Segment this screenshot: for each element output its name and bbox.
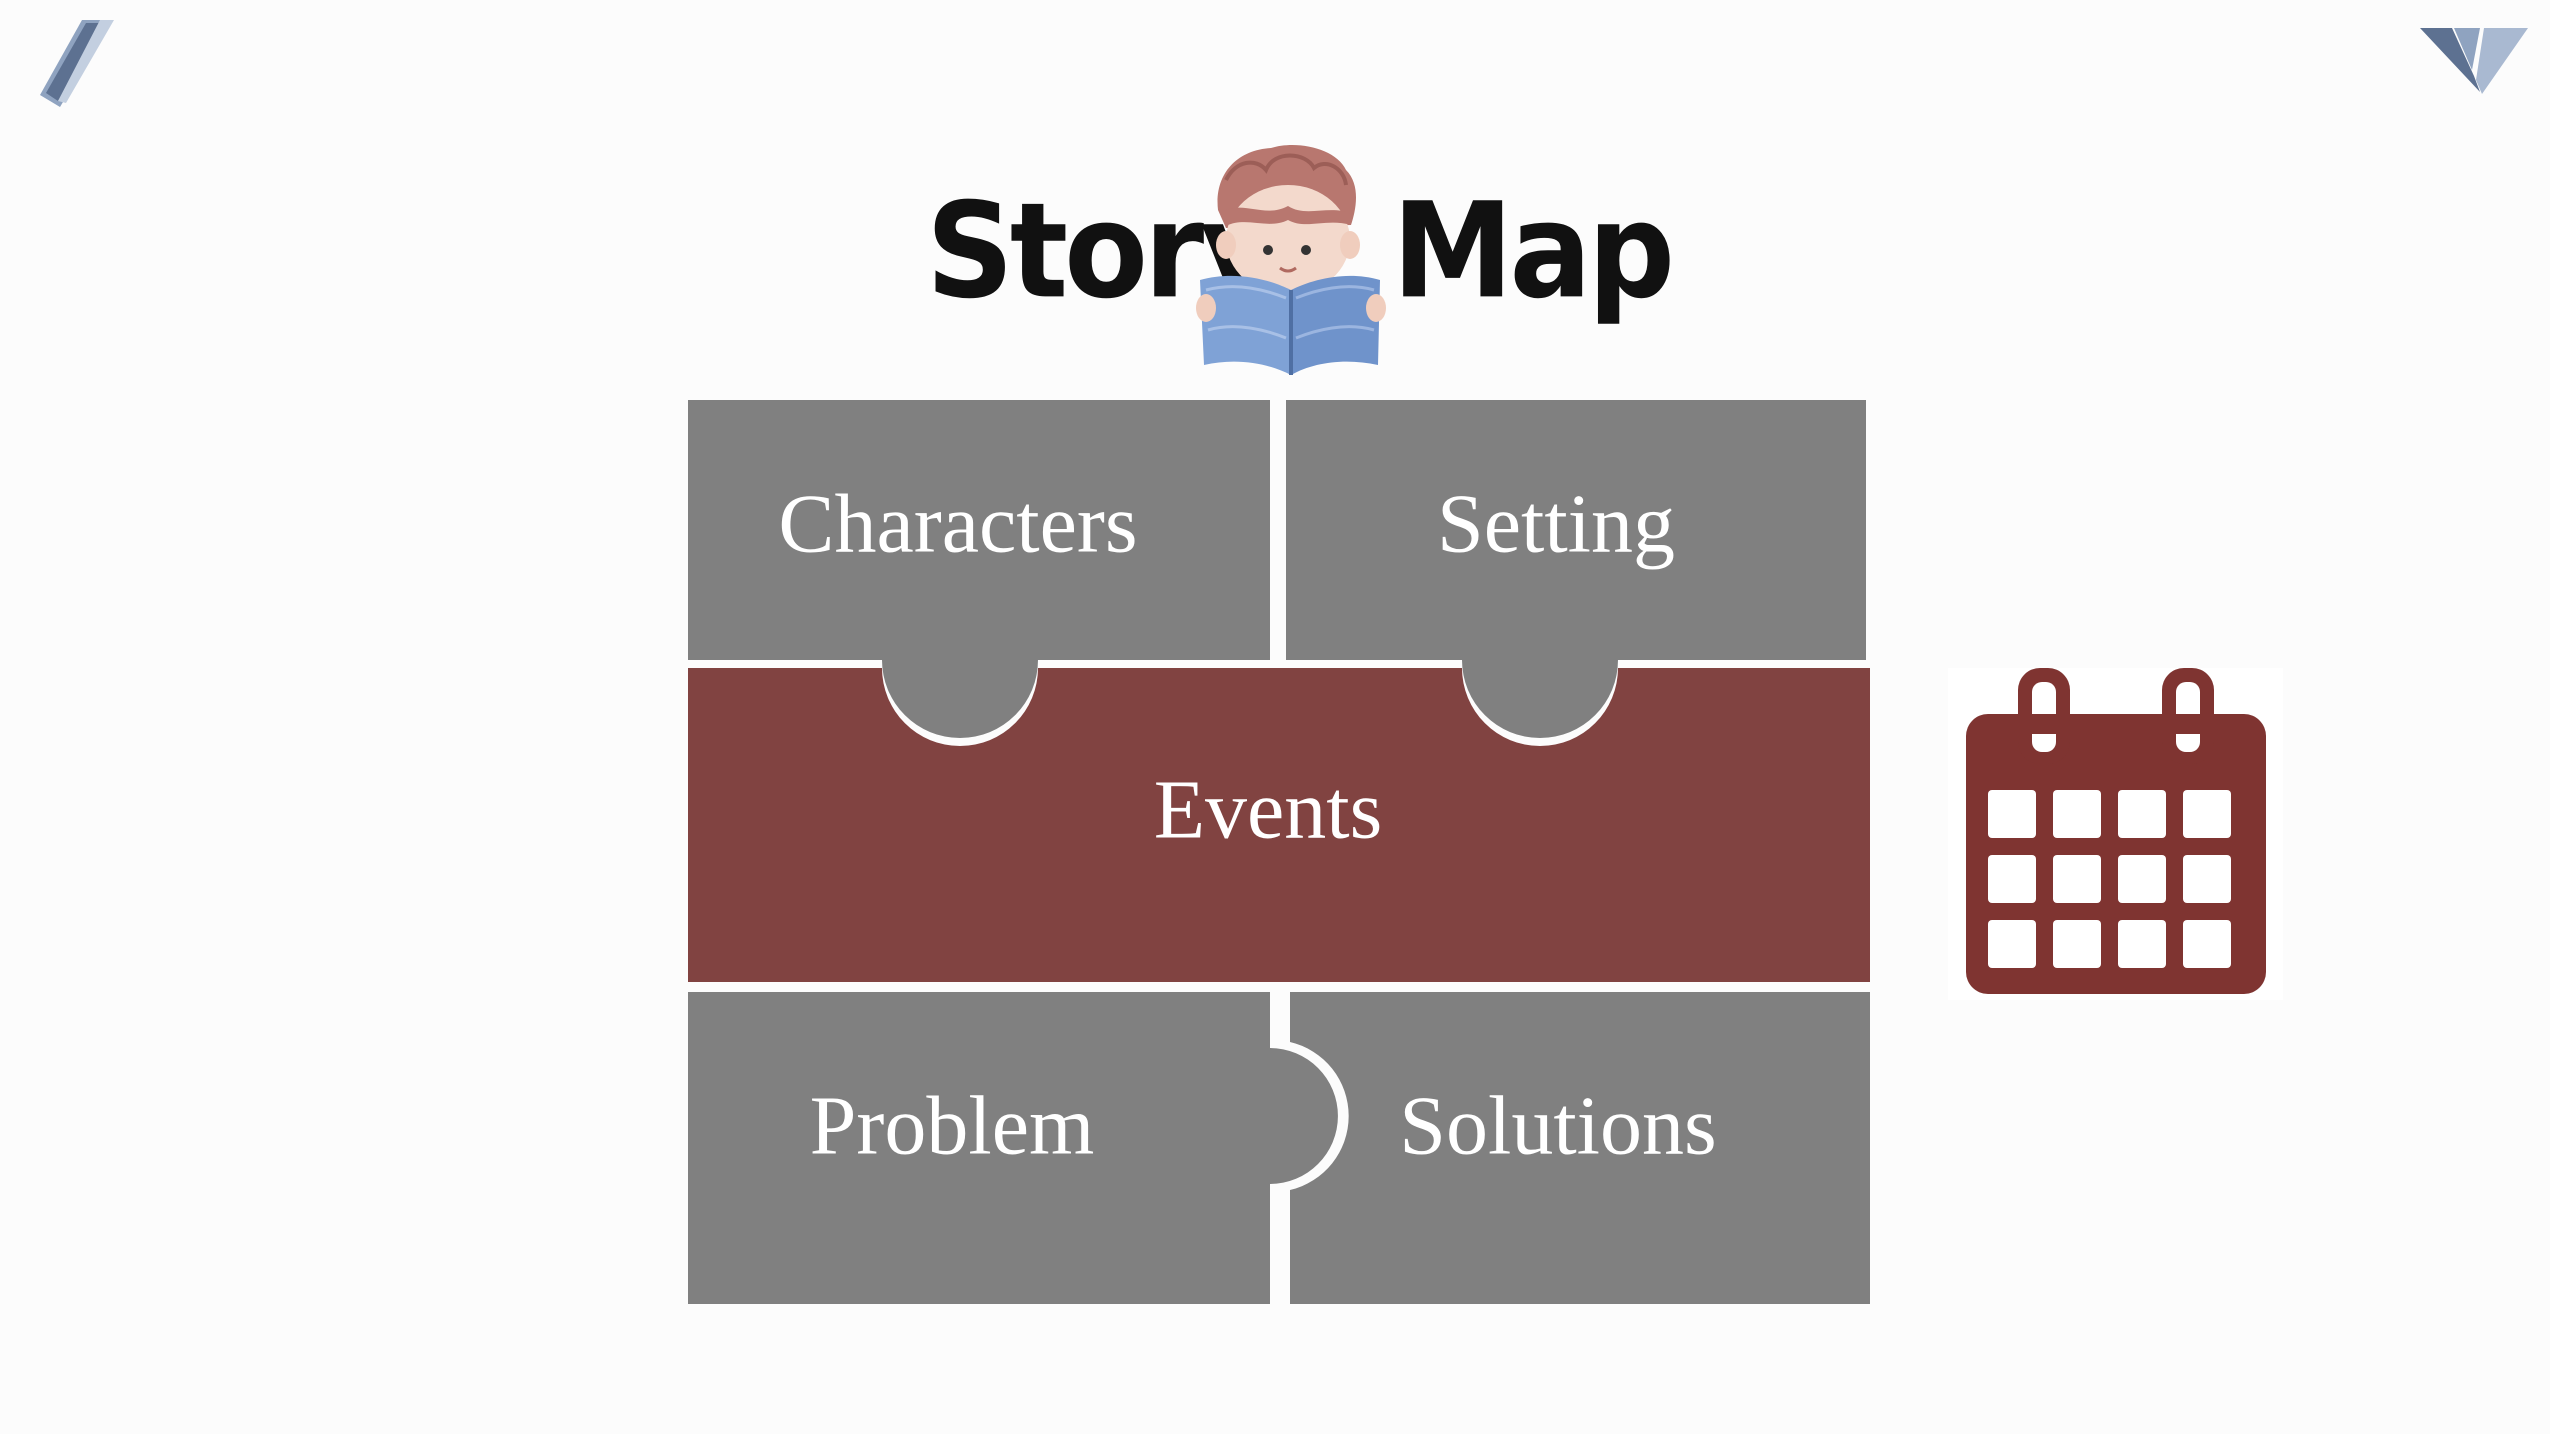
title-map-word: Map <box>1392 174 1675 328</box>
problem-label: Problem <box>810 1079 1095 1172</box>
solutions-piece[interactable] <box>1290 992 1870 1304</box>
events-label: Events <box>1154 763 1383 856</box>
setting-label: Setting <box>1437 477 1675 570</box>
characters-piece[interactable] <box>688 400 1270 738</box>
story-map-title: Story Map <box>900 140 1675 390</box>
setting-piece[interactable] <box>1286 400 1866 738</box>
solutions-label: Solutions <box>1399 1079 1716 1172</box>
diagonal-stripe-logo-icon <box>40 20 114 107</box>
events-piece[interactable] <box>688 668 1870 982</box>
characters-label: Characters <box>778 477 1137 570</box>
problem-piece[interactable] <box>688 992 1338 1304</box>
boy-reading-book-icon <box>1196 144 1386 375</box>
chevron-v-logo-icon <box>2420 28 2528 94</box>
calendar-icon <box>1948 668 2283 1000</box>
